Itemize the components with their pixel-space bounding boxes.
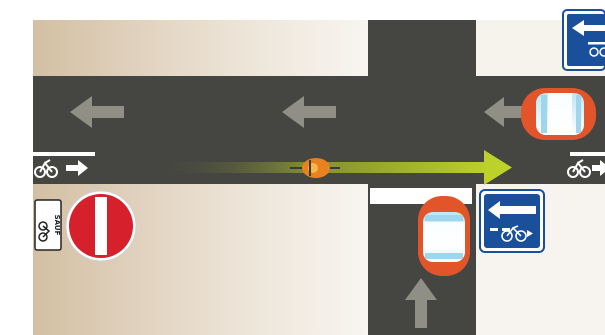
exemption-plate-text: SAUF (53, 215, 61, 236)
car-icon (521, 88, 596, 140)
exemption-plate: SAUF (35, 200, 61, 250)
sidewalk-top-left (33, 20, 368, 76)
car-icon (418, 196, 470, 276)
one-way-contraflow-sign (563, 10, 605, 70)
no-entry-sign (66, 191, 136, 261)
one-way-contraflow-sign (480, 190, 544, 252)
cycle-lane-line-right (570, 152, 605, 156)
cycle-lane-line-left (33, 152, 95, 156)
side-road-top (368, 20, 476, 76)
